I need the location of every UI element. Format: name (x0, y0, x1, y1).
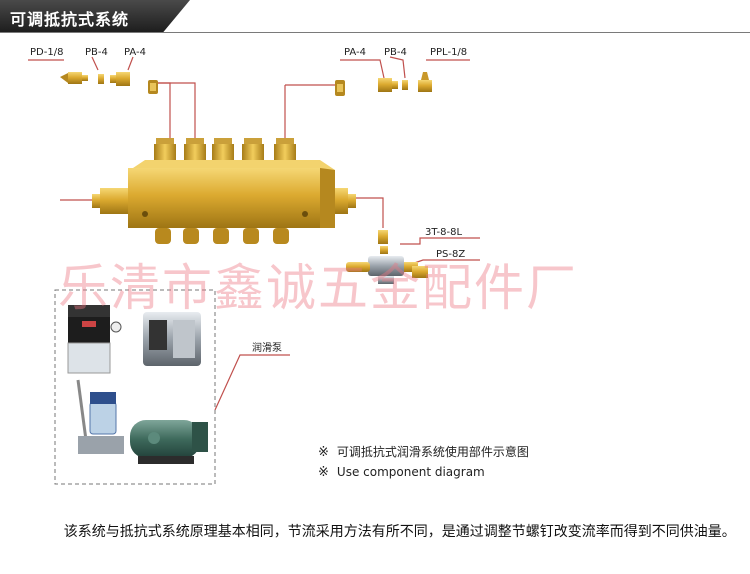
note-chinese: ※ 可调抵抗式润滑系统使用部件示意图 (318, 443, 529, 460)
label-pump: 润滑泵 (252, 341, 282, 354)
distributor-block-icon (92, 138, 356, 244)
leader-tee (400, 237, 480, 245)
leader-pump (214, 354, 290, 411)
tube-outlet (348, 197, 384, 228)
note-mark: ※ (318, 445, 329, 460)
fittings-top-right (335, 72, 432, 96)
connector-icon (110, 72, 130, 86)
label-pa-4-right: PA-4 (344, 47, 366, 58)
connector-icon (402, 80, 408, 90)
label-ppl-1-8: PPL-1/8 (430, 47, 467, 58)
connector-icon (60, 72, 88, 84)
title-bar (0, 0, 190, 32)
note-text: Use component diagram (336, 465, 485, 479)
leader-pb-left (91, 56, 99, 71)
label-ps-8z: PS-8Z (436, 249, 465, 260)
page-title: 可调抵抗式系统 (10, 10, 130, 29)
note-english: ※ Use component diagram (318, 465, 485, 480)
description-paragraph: 该系统与抵抗式系统原理基本相同，节流采用方法有所不同，是通过调整节螺钉改变流率而… (63, 524, 736, 540)
note-text: 可调抵抗式润滑系统使用部件示意图 (336, 445, 529, 459)
connector-icon (335, 80, 345, 96)
leader-pb-right (389, 56, 406, 79)
pump-unit-icon (67, 305, 208, 464)
connector-icon (98, 74, 104, 84)
label-pb-4-left: PB-4 (85, 47, 108, 58)
tee-fitting-icon (346, 230, 428, 284)
title-underline (0, 32, 750, 33)
tube-left-2 (158, 82, 171, 140)
connector-icon (378, 78, 398, 92)
label-pb-4-right: PB-4 (384, 47, 407, 58)
fittings-top-left (60, 72, 158, 94)
pump-box (54, 289, 216, 485)
connector-icon (418, 72, 432, 92)
leader-pa-left (127, 56, 134, 71)
label-3t-8-8l: 3T-8-8L (425, 227, 462, 238)
label-pa-4-left: PA-4 (124, 47, 146, 58)
leader-pa-right (340, 59, 385, 79)
connector-icon (148, 80, 158, 94)
part-labels: PD-1/8 PB-4 PA-4 PA-4 PB-4 PPL-1/8 3T-8-… (30, 47, 467, 354)
watermark: 乐清市鑫诚五金配件厂 (58, 259, 578, 317)
label-pd-1-8: PD-1/8 (30, 47, 63, 58)
note-mark: ※ (318, 465, 329, 480)
adjust-screws (155, 228, 289, 244)
